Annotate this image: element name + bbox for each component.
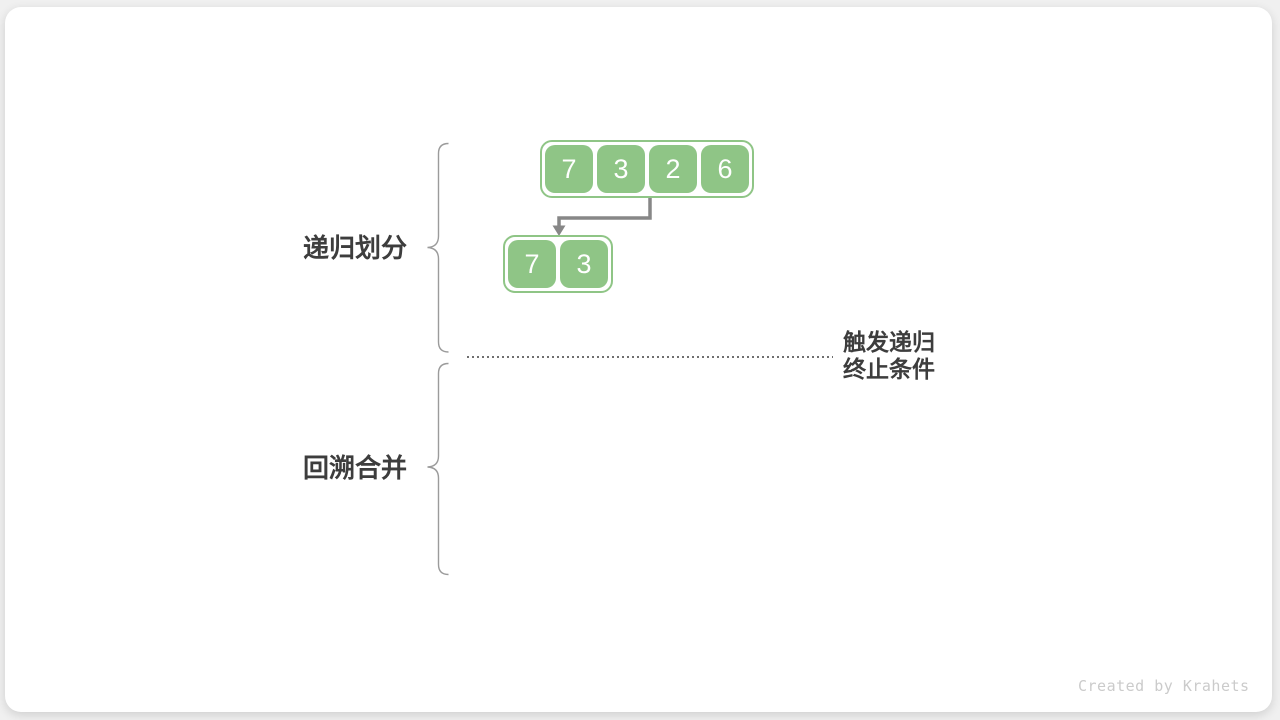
array-cell: 3: [560, 240, 608, 288]
figure-canvas: [5, 7, 1272, 712]
label-recursive-divide: 递归划分: [302, 233, 407, 263]
array-cell: 2: [649, 145, 697, 193]
array-cell: 7: [545, 145, 593, 193]
label-termination-condition: 触发递归 终止条件: [843, 329, 935, 383]
label-backtrack-merge: 回溯合并: [302, 453, 407, 483]
array-cell: 3: [597, 145, 645, 193]
watermark: Created by Krahets: [1078, 677, 1250, 695]
label-termination-line1: 触发递归: [843, 329, 935, 355]
array-cell: 7: [508, 240, 556, 288]
label-termination-line2: 终止条件: [843, 356, 935, 382]
array-cell: 6: [701, 145, 749, 193]
